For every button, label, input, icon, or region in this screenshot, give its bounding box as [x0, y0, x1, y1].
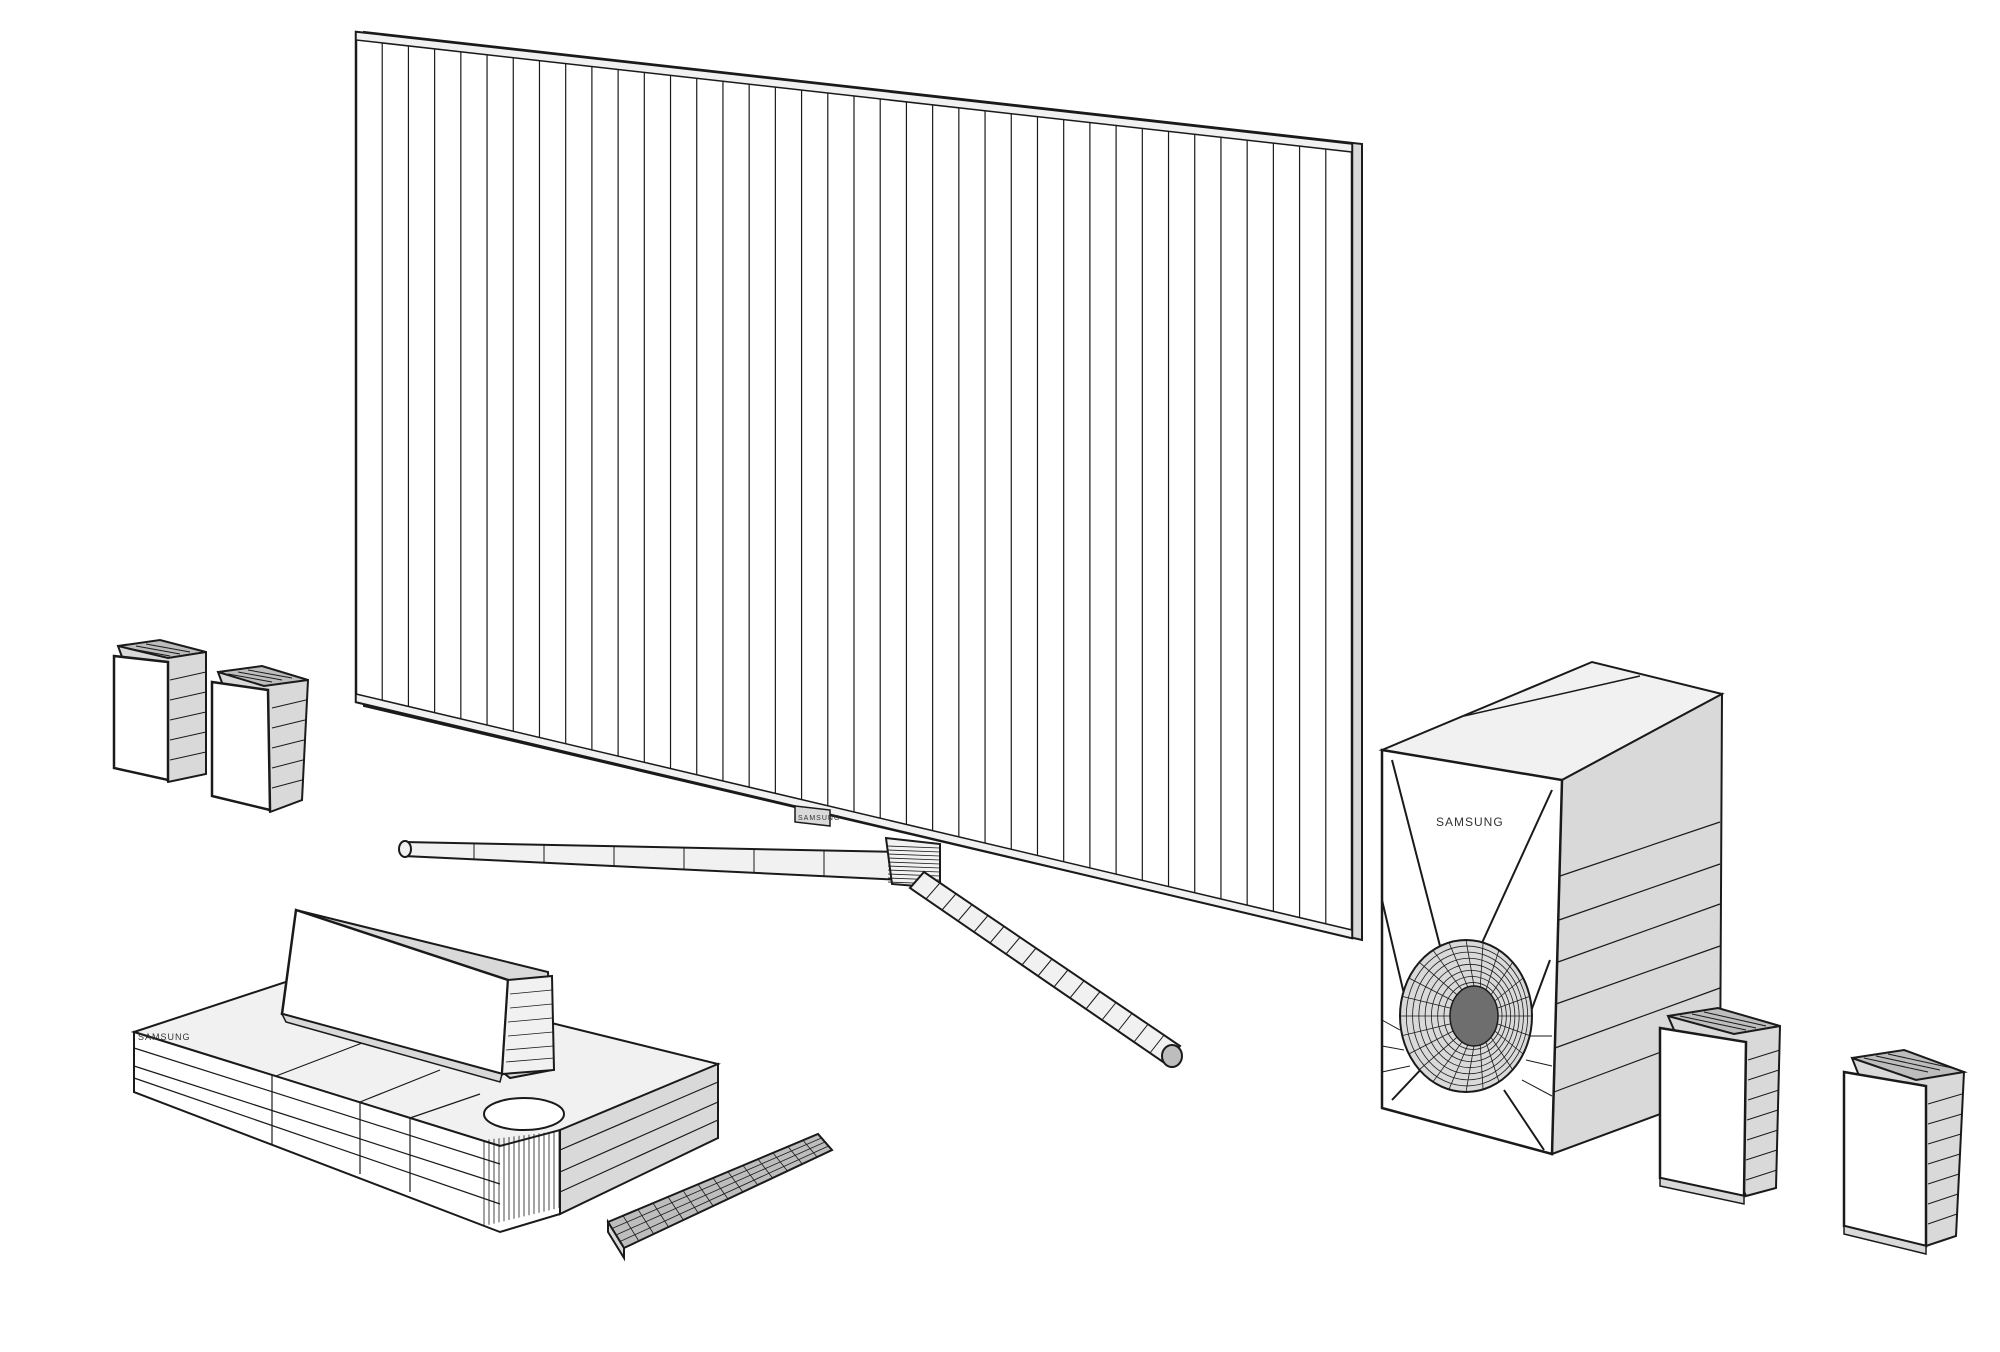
receiver-top-lines [275, 1039, 481, 1119]
speaker-right-2-grille [1863, 1053, 1963, 1225]
subwoofer-front-fine-lines [1381, 1019, 1553, 1097]
receiver-front-lines [133, 1047, 719, 1205]
receiver: SAMSUNG [130, 966, 721, 1234]
speaker-left-1 [112, 638, 207, 784]
center-speaker [280, 908, 556, 1083]
speaker-left-1-grille [125, 643, 207, 761]
speaker-right-1-grille [1679, 1011, 1781, 1181]
speaker-left-2 [210, 664, 310, 814]
speaker-left-2-grille [227, 669, 307, 789]
speaker-right-1 [1658, 1006, 1782, 1205]
subwoofer-side-lines [1553, 821, 1721, 1093]
center-speaker-side-lines [505, 989, 555, 1063]
subwoofer-brand-label: SAMSUNG [1436, 815, 1504, 829]
tv: SAMSUNG [354, 30, 1363, 942]
subwoofer: SAMSUNG [1378, 660, 1725, 1156]
remote [606, 1132, 834, 1262]
speaker-right-2 [1842, 1048, 1968, 1255]
receiver-knob [483, 1097, 565, 1131]
remote-buttons [611, 1137, 829, 1242]
receiver-brand-label: SAMSUNG [138, 1032, 191, 1042]
tv-screen-panel-lines [381, 42, 1327, 924]
tv-brand-label: SAMSUNG [798, 815, 840, 822]
subwoofer-front-design-lines [1381, 759, 1553, 1151]
receiver-corner-grille [483, 1131, 560, 1226]
subwoofer-woofer-cone [1399, 939, 1533, 1093]
tv-stand [398, 836, 1183, 1068]
